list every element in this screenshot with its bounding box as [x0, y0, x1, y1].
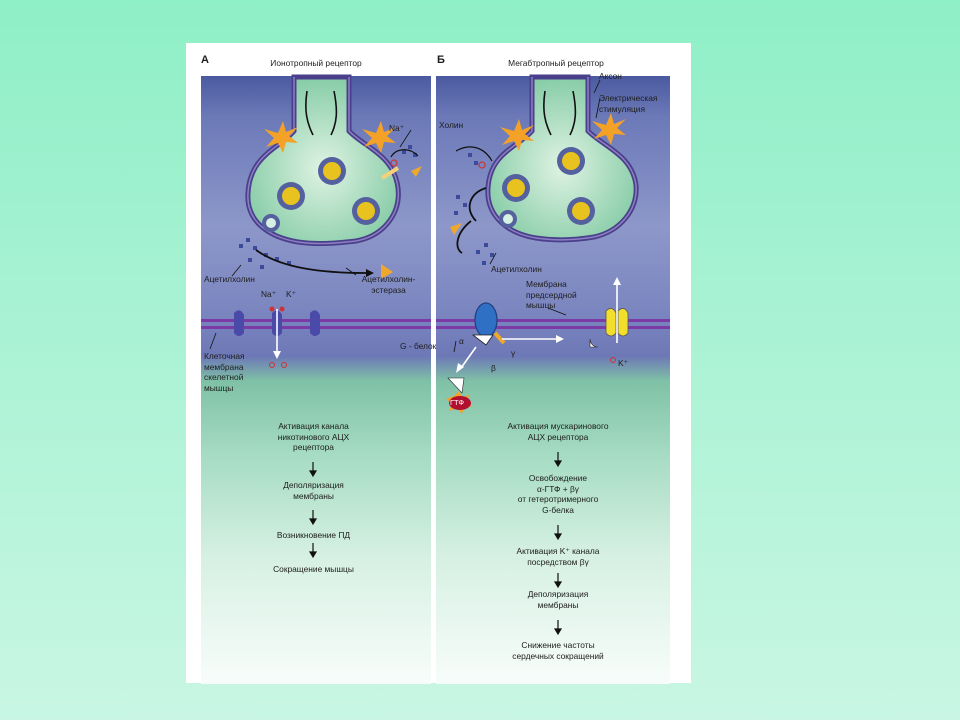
step-b-4: Деполяризация мембраны [527, 589, 589, 610]
steps-arrows-b [553, 452, 563, 636]
step-a-1: Активация канала никотинового АЦХ рецепт… [277, 421, 350, 452]
figure: А Ионотропный рецептор Na⁺ Ацетилхолин А… [186, 43, 691, 684]
label-acetylcholine-a: Ацетилхолин [204, 274, 255, 284]
label-na-channel: Na⁺ [261, 289, 277, 299]
callout-lines [209, 79, 601, 353]
esterase-flow-arrow-a [255, 249, 393, 279]
label-k-channel: K⁺ [286, 289, 297, 299]
label-skeletal-membrane: Клеточная мембрана скелетной мышцы [204, 351, 245, 393]
acetylcholine-molecules-a [239, 145, 417, 269]
label-k-ion: K⁺ [618, 358, 629, 368]
step-b-2: Освобождение α-ГТФ + βγ от гетеротримерн… [517, 473, 599, 515]
step-b-5: Снижение частоты сердечных сокращений [512, 640, 604, 661]
panel-b-title: Мегабтропный рецептор [508, 58, 604, 68]
steps-arrows-a [308, 462, 318, 559]
synaptic-vesicles-b [499, 147, 595, 228]
choline-reuptake-a [380, 149, 422, 180]
postsynaptic-membrane-b [436, 277, 670, 414]
label-axon: Аксон [599, 71, 622, 81]
stimulation-star-b [500, 113, 626, 151]
label-alpha: α [459, 336, 464, 346]
label-g-protein: G - белок [400, 341, 437, 351]
step-b-3: Активация K⁺ канала посредством βγ [516, 546, 600, 567]
label-acetylcholine-b: Ацетилхолин [491, 264, 542, 274]
label-gamma: γ [511, 348, 516, 358]
action-potential-arrows-b [543, 90, 577, 136]
panel-b-letter: Б [437, 54, 445, 66]
step-a-4: Сокращение мышцы [273, 564, 354, 574]
label-choline: Холин [439, 120, 464, 130]
label-esterase: Ацетилхолин- эстераза [361, 274, 416, 295]
label-gtp: ГТФ [450, 398, 465, 407]
synaptic-vesicles-a [262, 157, 380, 232]
label-stimulation: Электрическая стимуляция [599, 93, 658, 114]
action-potential-arrows-a [305, 90, 338, 136]
step-a-3: Возникновение ПД [276, 530, 351, 540]
label-atrial-membrane: Мембрана предсердной мышцы [526, 279, 577, 310]
panel-a-title: Ионотропный рецептор [270, 58, 362, 68]
step-b-1: Активация мускаринового АЦХ рецептора [507, 421, 609, 442]
stimulation-star-a [264, 121, 396, 153]
postsynaptic-membrane-a [201, 306, 431, 368]
acetylcholine-molecules-b [454, 153, 494, 265]
diagram-artwork [201, 74, 670, 636]
step-a-2: Деполяризация мембраны [283, 480, 344, 501]
label-na-top: Na⁺ [389, 123, 405, 133]
label-beta: β [491, 363, 496, 373]
choline-reuptake-b [450, 146, 493, 254]
panel-a-letter: А [201, 54, 209, 66]
